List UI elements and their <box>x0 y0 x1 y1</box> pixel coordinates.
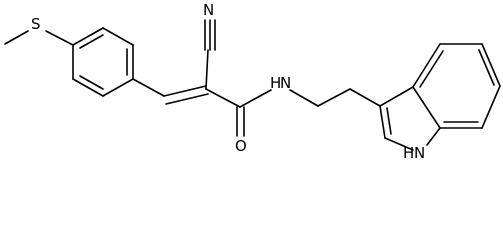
bond-c3a-c4 <box>412 43 441 88</box>
bond-c3-c3a <box>379 86 414 107</box>
bond-ring-b <box>102 27 134 46</box>
atom-label-indole-nitrogen: N <box>414 144 425 162</box>
bond-n1-c7a <box>426 127 441 146</box>
bond-ring-e <box>72 78 104 97</box>
bond-ring-inner-1 <box>79 34 104 49</box>
bond-ring-a <box>72 27 104 46</box>
bond-methyl-s <box>4 30 29 45</box>
indole-ring-system <box>379 43 501 151</box>
bond-ring-d <box>102 78 134 97</box>
bond-ch2-ch2 <box>317 88 351 107</box>
bond-n-ch2 <box>289 89 319 107</box>
bond-benzo-inner-2 <box>478 49 495 86</box>
atom-label-amide-h: H <box>270 74 281 92</box>
bond-alpha-carbonyl <box>205 88 241 108</box>
bond-alpha-nitrile <box>205 49 209 90</box>
bond-c2-n1 <box>384 137 414 151</box>
bond-s-ring <box>45 30 74 46</box>
bond-c3-c2 <box>379 105 386 139</box>
methylthio-group <box>4 30 74 46</box>
molecule-structure-diagram: S N H N O H N <box>4 1 501 162</box>
bond-carbonyl-n <box>239 89 272 108</box>
bond-c3-c2-inner <box>386 107 392 135</box>
bond-c5-c6 <box>481 43 501 87</box>
bond-vinyl-double-a <box>163 85 207 97</box>
atom-label-carbonyl-oxygen: O <box>235 137 247 155</box>
bond-c6-c7 <box>481 85 501 129</box>
bond-ring-vinyl <box>132 78 165 97</box>
atom-label-indole-h: H <box>403 144 414 162</box>
bond-ring-inner-3 <box>79 75 104 90</box>
bond-benzo-inner-1 <box>419 50 444 88</box>
atom-label-nitrile-nitrogen: N <box>203 1 214 19</box>
ethyl-linker <box>289 88 381 107</box>
bond-vinyl-double-b <box>165 93 209 105</box>
acrylamide-core <box>132 19 272 137</box>
atom-label-sulfur: S <box>31 15 41 33</box>
structure-canvas: S N H N O H N <box>4 1 501 162</box>
atom-labels: S N H N O H N <box>31 1 425 162</box>
benzene-ring <box>72 27 134 97</box>
bond-c7a-c3a <box>412 86 441 129</box>
bond-ch2-indole <box>349 88 381 107</box>
atom-label-amide-nitrogen: N <box>280 74 291 92</box>
